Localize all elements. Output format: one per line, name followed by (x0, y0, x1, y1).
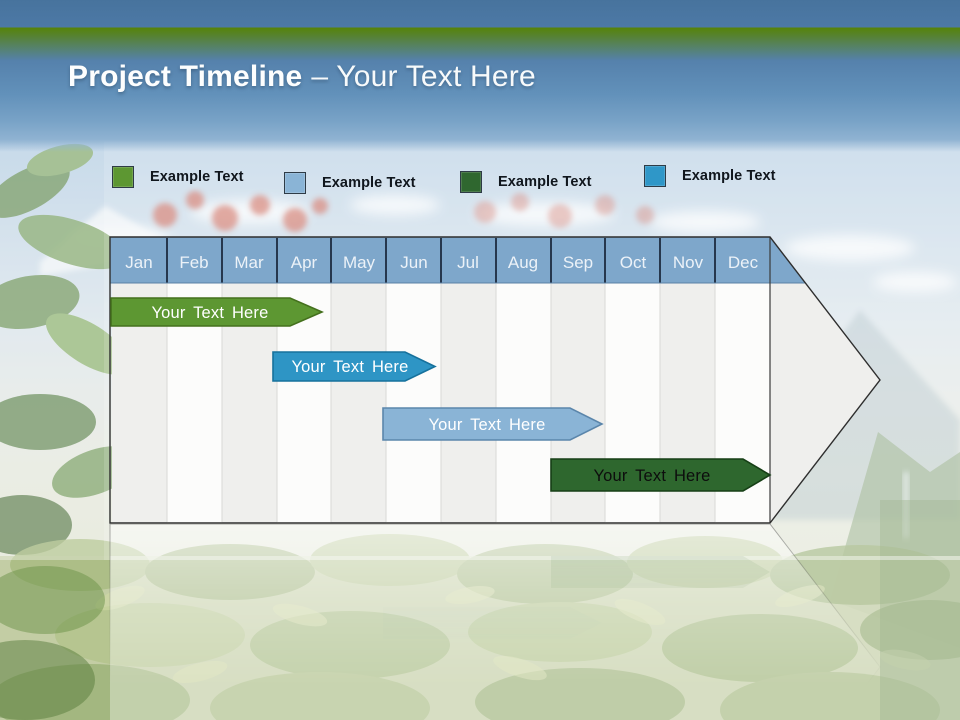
month-label: May (343, 253, 376, 272)
timeline-arrow-outline (109, 236, 881, 524)
month-labels: Jan Feb Mar Apr May Jun Jul Aug Sep Oct … (125, 253, 758, 272)
month-label: Dec (728, 253, 759, 272)
legend-swatch (284, 172, 306, 194)
legend-label: Example Text (682, 168, 776, 184)
month-columns (112, 283, 880, 523)
month-label: Apr (291, 253, 318, 272)
month-label: Aug (508, 253, 538, 272)
legend-label: Example Text (150, 169, 244, 185)
legend-label: Example Text (498, 174, 592, 190)
legend-swatch (644, 165, 666, 187)
timeline-bar-shape (550, 458, 772, 492)
month-label: Feb (179, 253, 208, 272)
month-label: Jul (457, 253, 479, 272)
timeline-bar-2[interactable]: Your Text Here (272, 351, 437, 382)
legend-swatch (112, 166, 134, 188)
timeline-bar-4[interactable]: Your Text Here (550, 458, 772, 492)
legend-label: Example Text (322, 175, 416, 191)
timeline-bar-label: Your Text Here (151, 304, 268, 322)
timeline-bar-label: Your Text Here (593, 467, 710, 485)
left-foliage-accent (0, 566, 105, 720)
month-label: Mar (234, 253, 264, 272)
month-label: Nov (673, 253, 704, 272)
legend-item-4[interactable]: Example Text (644, 165, 776, 187)
month-header-separators (166, 238, 716, 283)
legend-swatch (460, 171, 482, 193)
arrow-head-area (770, 283, 880, 523)
month-label: Sep (563, 253, 593, 272)
month-label: Jan (125, 253, 152, 272)
month-header-band (110, 237, 805, 283)
timeline-bar-1[interactable]: Your Text Here (110, 297, 324, 327)
legend-item-2[interactable]: Example Text (284, 172, 416, 194)
legend-item-1[interactable]: Example Text (112, 166, 244, 188)
red-flowers (153, 191, 654, 232)
timeline-bar-label: Your Text Here (428, 416, 545, 434)
timeline-bar-label: Your Text Here (291, 358, 408, 376)
timeline-bar-3[interactable]: Your Text Here (382, 407, 604, 441)
month-label: Jun (400, 253, 427, 272)
month-label: Oct (620, 253, 647, 272)
timeline-bar-shape (272, 351, 437, 382)
timeline-bar-shape (382, 407, 604, 441)
legend-item-3[interactable]: Example Text (460, 171, 592, 193)
timeline-bar-shape (110, 297, 324, 327)
